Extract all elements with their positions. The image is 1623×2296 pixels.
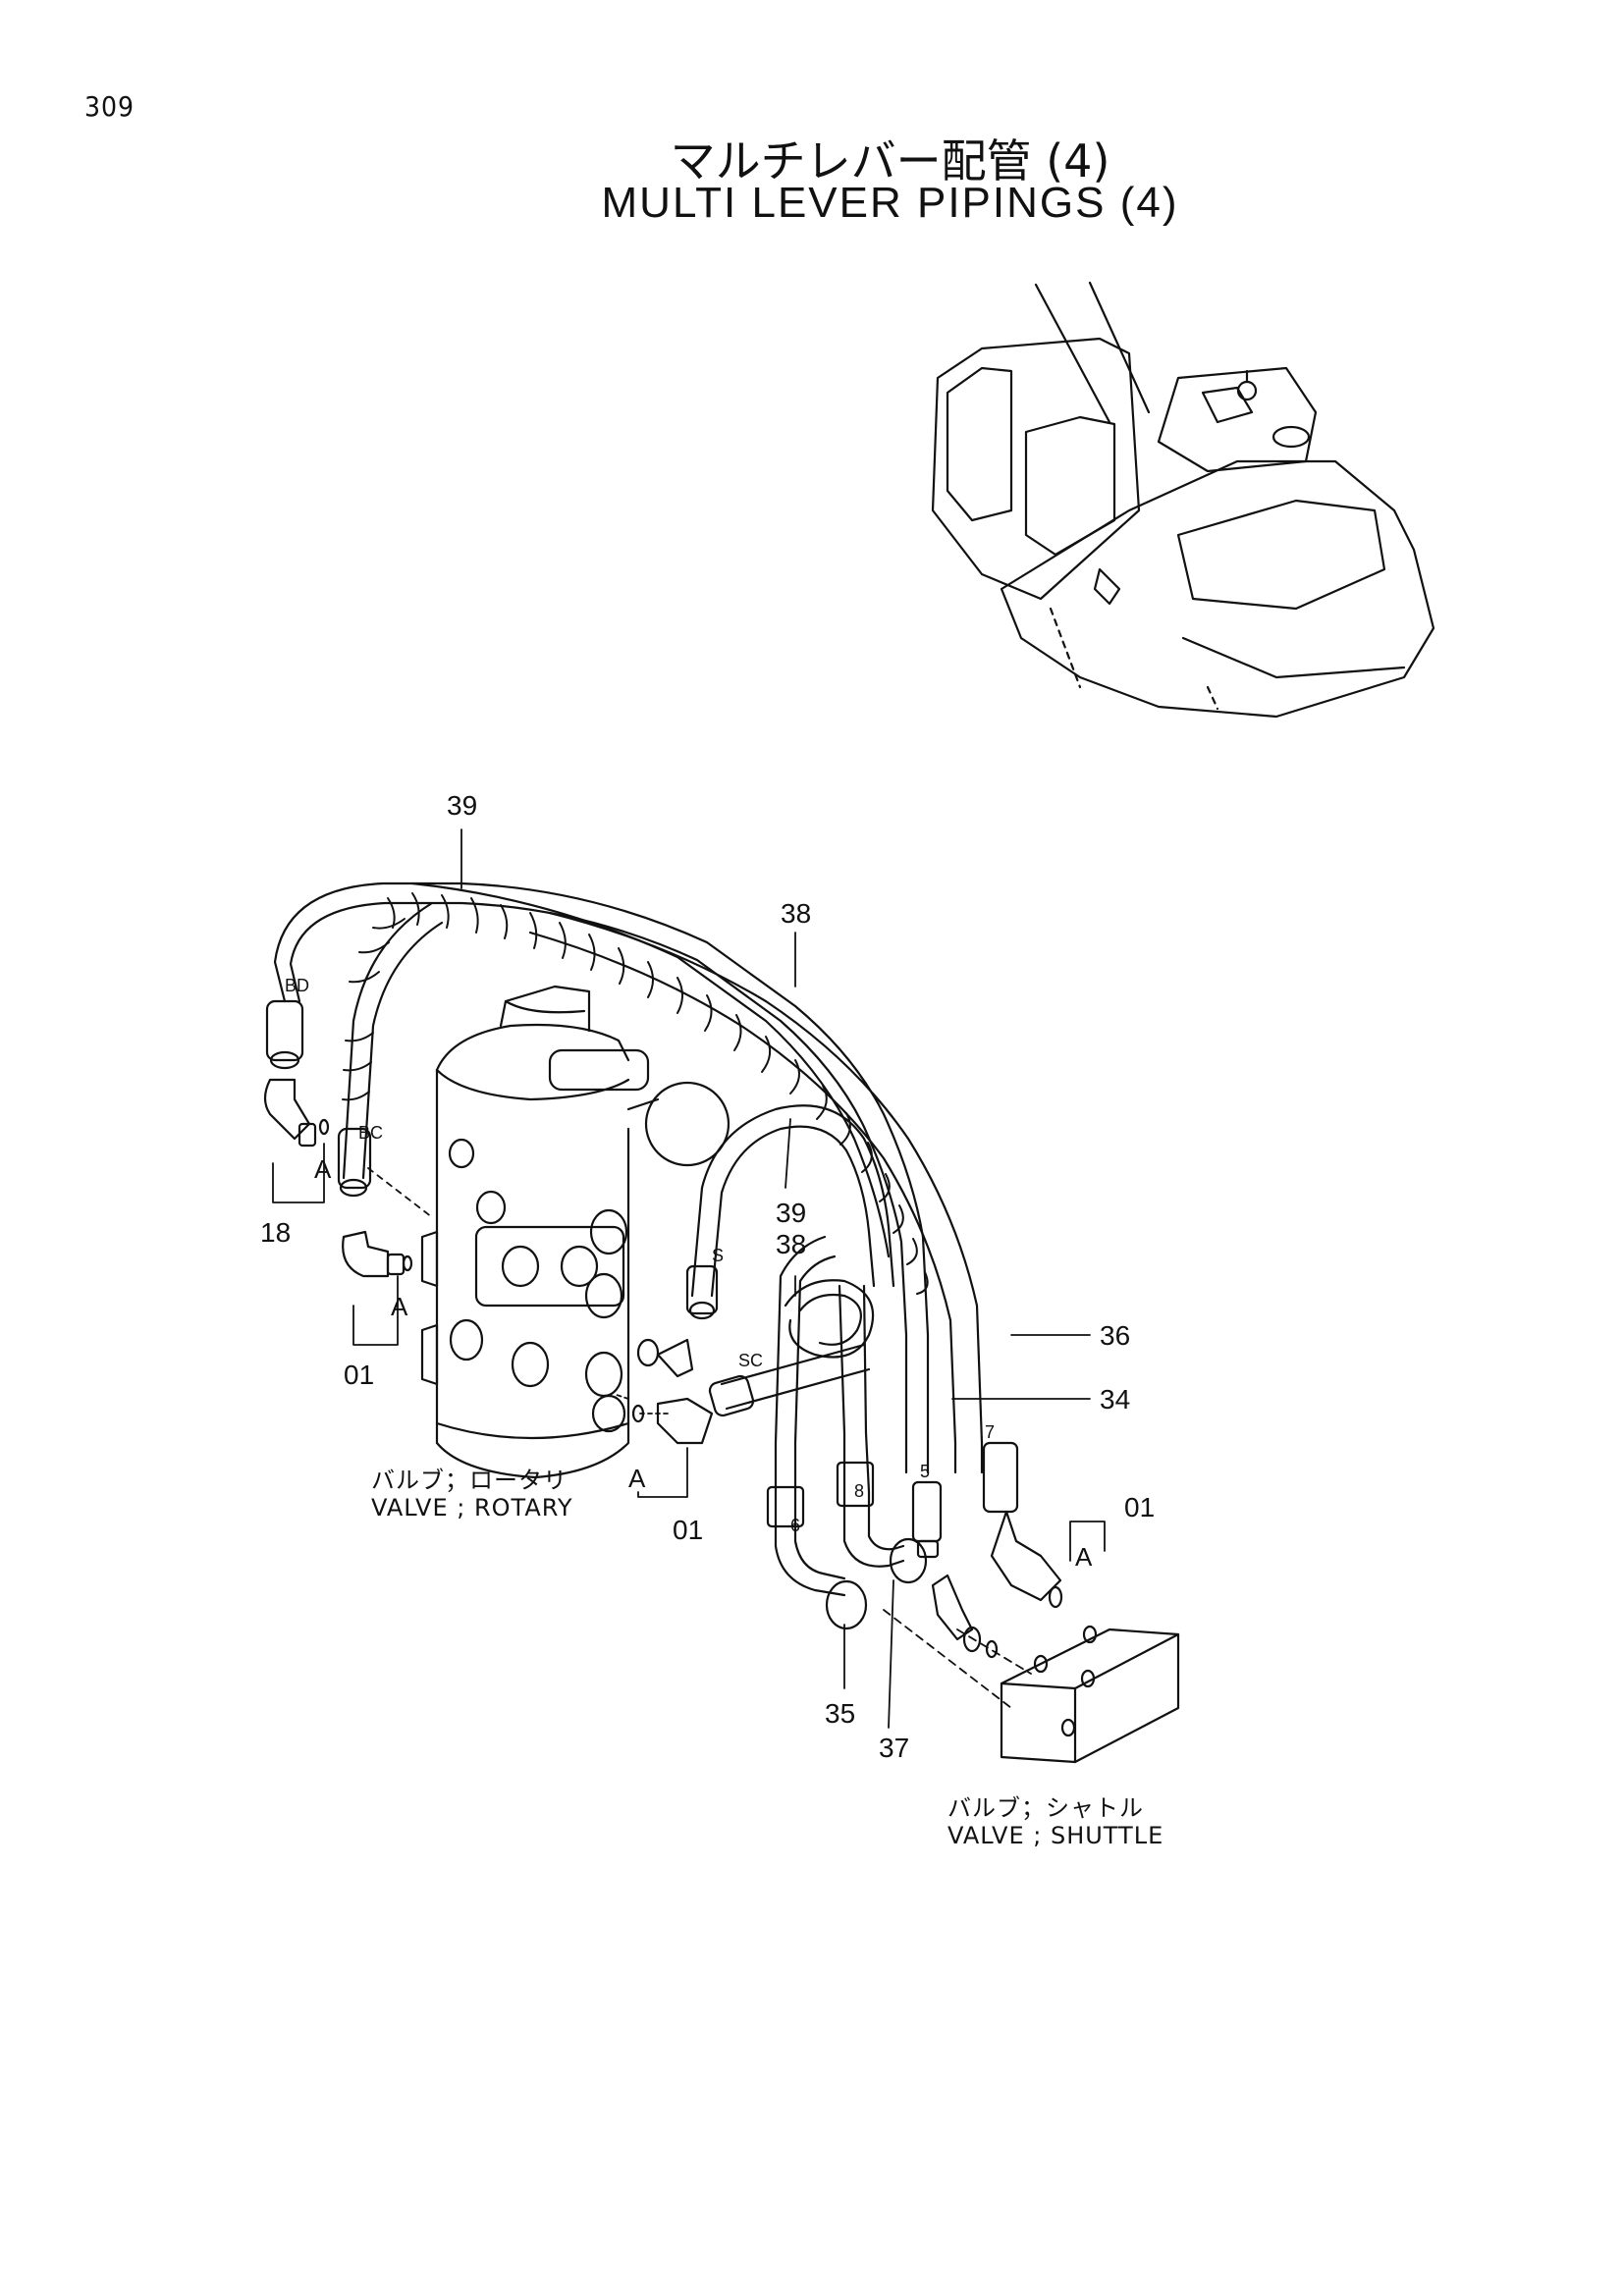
hose-bc [342,901,444,1180]
caption-shuttle-valve-jp: バルブ；シャトル [947,1794,1144,1822]
shuttle-valve-block [1000,1625,1180,1764]
port-label-a1: A [314,1154,332,1184]
port-label-bc: BC [358,1123,383,1143]
hose-inner-group [690,1104,895,1494]
part-number-39-top: 39 [447,790,477,821]
hose-8 [836,1461,928,1584]
port-label-s: S [712,1246,724,1265]
part-labels: 39 38 39 38 18 01 01 01 36 34 35 37 BD B… [260,790,1155,1763]
caption-shuttle-valve-en: VALVE ; SHUTTLE [947,1822,1164,1849]
leader-lines [272,828,1106,1729]
page-title-japanese: マルチレバー配管 (4) [670,134,1110,187]
part-number-34: 34 [1100,1384,1130,1415]
page-title-english: MULTI LEVER PIPINGS (4) [601,179,1179,227]
hose-fittings [265,999,719,1320]
part-number-38-top: 38 [781,898,811,929]
part-number-01-mid: 01 [673,1515,703,1545]
part-number-36: 36 [1100,1320,1130,1351]
port-label-a2: A [391,1292,408,1321]
elbow-fittings [263,1078,1063,1659]
part-number-35: 35 [825,1698,855,1729]
port-label-a4: A [1075,1542,1093,1572]
port-label-6: 6 [790,1516,800,1535]
spiral-guards [342,892,929,1295]
hose-39-outer [273,881,930,1337]
caption-rotary-valve-jp: バルブ；ロータリ [371,1467,568,1494]
part-number-39-mid: 39 [776,1198,806,1228]
rotary-valve-body [420,985,730,1479]
port-label-sc: SC [738,1351,763,1370]
part-number-18: 18 [260,1217,291,1248]
port-label-7: 7 [985,1422,995,1442]
hose-38-outer [410,881,984,1445]
port-label-5: 5 [920,1462,930,1481]
part-number-01-right: 01 [1124,1492,1155,1522]
hose-6 [766,1441,868,1630]
page-number: 309 [84,90,135,123]
caption-rotary-valve-en: VALVE ; ROTARY [371,1494,573,1522]
part-number-37: 37 [879,1733,909,1763]
part-number-01-left: 01 [344,1360,374,1390]
part-number-38-mid: 38 [776,1229,806,1259]
excavator-overview-illustration [931,281,1435,719]
port-label-bd: BD [285,976,309,995]
port-label-8: 8 [854,1481,864,1501]
port-label-a3: A [628,1464,646,1493]
hose-sc [708,1343,871,1417]
hose-loop-center [784,1279,875,1359]
hose-5-and-7 [904,1333,1019,1559]
